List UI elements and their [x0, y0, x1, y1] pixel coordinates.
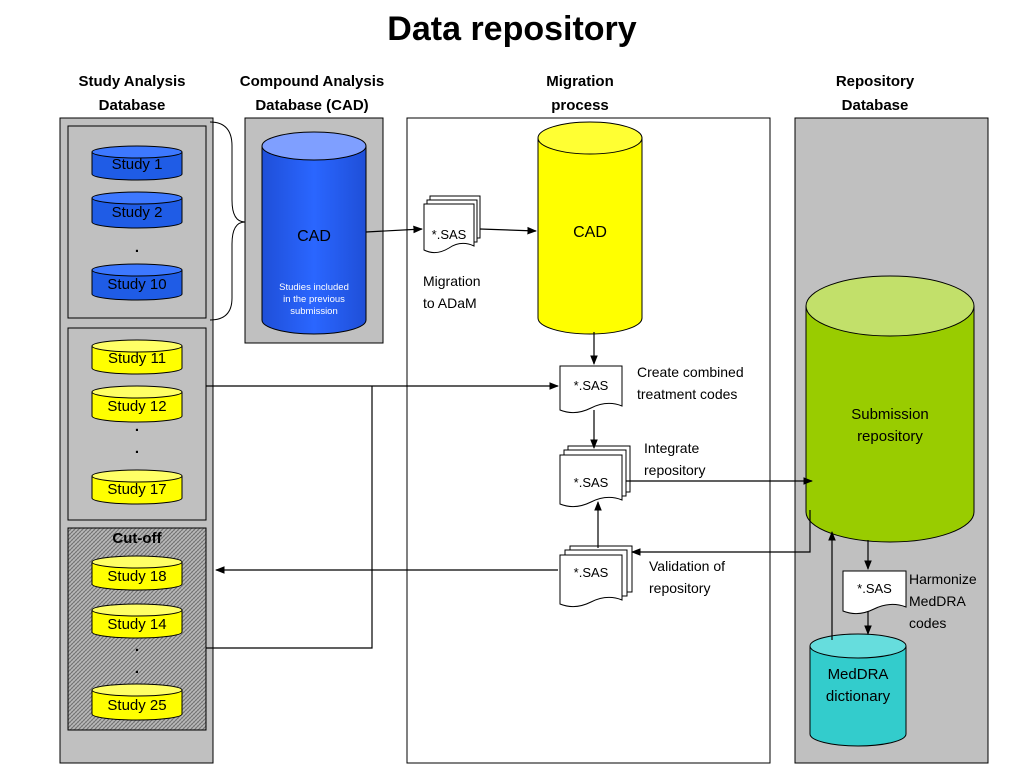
cad-header-line2: Database (CAD) [255, 97, 369, 114]
cad-migration-cylinder [537, 121, 643, 335]
sas-document-migration-icon [423, 195, 481, 254]
sas-document-harmonize-icon [842, 570, 907, 615]
cad-database-cylinder [261, 131, 367, 335]
combined-codes-line1: Create combined [637, 364, 744, 380]
study-12-cylinder [91, 385, 183, 423]
migration-adam-label: Migration to ADaM [423, 270, 481, 314]
validation-label: Validation of repository [649, 555, 725, 599]
meddra-dictionary-label: MedDRA dictionary [810, 664, 906, 708]
study-analysis-header-line2: Database [98, 97, 166, 114]
yellow-ellipsis-1: . [134, 418, 140, 435]
repository-header-line2: Database [841, 97, 909, 114]
migration-adam-line1: Migration [423, 273, 481, 289]
study-18-cylinder [91, 555, 183, 591]
cad-note-line1: Studies included [279, 282, 349, 293]
sas-document-integrate-icon [559, 445, 631, 508]
blue-ellipsis: . [134, 239, 140, 256]
line-cutoff-to-combined [206, 386, 373, 649]
harmonize-line1: Harmonize [909, 571, 977, 587]
cad-header-line1: Compound Analysis [239, 73, 385, 90]
study-25-cylinder [91, 683, 183, 721]
study-14-label: Study 14 [107, 616, 167, 633]
study-17-cylinder [91, 469, 183, 505]
submission-repository-cylinder [805, 275, 975, 543]
cad-header: Compound Analysis Database (CAD) [222, 70, 402, 118]
study-14-cylinder [91, 603, 183, 639]
meddra-dictionary-line1: MedDRA [827, 666, 889, 683]
yellow-ellipsis-2: . [134, 440, 140, 457]
study-11-cylinder [91, 339, 183, 375]
study-1-label: Study 1 [111, 156, 163, 173]
repository-header-line1: Repository [835, 73, 915, 90]
study-analysis-header-line1: Study Analysis [78, 73, 186, 90]
study-25-label: Study 25 [107, 697, 167, 714]
migration-header: Migration process [520, 70, 640, 118]
study-2-cylinder [91, 191, 183, 229]
combined-codes-label: Create combined treatment codes [637, 361, 744, 405]
cutoff-ellipsis-2: . [134, 660, 140, 677]
integrate-label: Integrate repository [644, 437, 705, 481]
validation-line2: repository [649, 580, 711, 596]
arrow-repository-to-validation [631, 510, 811, 556]
arrow-sas-to-cad [479, 226, 537, 235]
sas-document-combined-icon [559, 365, 623, 414]
submission-repository-line2: repository [857, 428, 923, 445]
cad-database-note: Studies included in the previous submiss… [262, 282, 366, 318]
cad-note-line2: in the previous [283, 294, 345, 305]
submission-repository-label: Submission repository [806, 404, 974, 448]
study-18-label: Study 18 [107, 568, 167, 585]
combined-codes-line2: treatment codes [637, 386, 738, 402]
sas-document-validation-icon [559, 545, 633, 608]
sas-integrate-label: *.SAS [573, 475, 609, 490]
migration-adam-line2: to ADaM [423, 295, 477, 311]
study-10-label: Study 10 [107, 276, 167, 293]
study-12-label: Study 12 [107, 398, 167, 415]
submission-repository-line1: Submission [851, 406, 929, 423]
cad-database-label: CAD [297, 228, 331, 245]
study-17-label: Study 17 [107, 481, 167, 498]
harmonize-line3: codes [909, 615, 947, 631]
sas-migration-label: *.SAS [431, 227, 467, 242]
study-analysis-header: Study Analysis Database [52, 70, 212, 118]
cutoff-ellipsis-1: . [134, 638, 140, 655]
cad-migration-label: CAD [573, 224, 607, 241]
integrate-line2: repository [644, 462, 706, 478]
group-brace [209, 121, 246, 321]
study-10-cylinder [91, 263, 183, 301]
validation-line1: Validation of [649, 558, 726, 574]
meddra-dictionary-cylinder [809, 633, 907, 747]
meddra-dictionary-line2: dictionary [825, 688, 891, 705]
migration-header-line1: Migration [546, 73, 614, 90]
harmonize-label: Harmonize MedDRA codes [909, 568, 977, 634]
arrow-cad-to-sas [365, 225, 423, 234]
sas-harmonize-label: *.SAS [857, 581, 892, 596]
sas-validation-label: *.SAS [573, 565, 609, 580]
repository-header: Repository Database [805, 70, 945, 118]
sas-combined-label: *.SAS [573, 378, 609, 393]
migration-header-line2: process [551, 97, 609, 114]
cutoff-label: Cut-off [112, 530, 162, 547]
study-11-label: Study 11 [107, 350, 167, 367]
harmonize-line2: MedDRA [909, 593, 966, 609]
cad-note-line3: submission [290, 306, 338, 317]
study-1-cylinder [91, 145, 183, 181]
integrate-line1: Integrate [644, 440, 700, 456]
study-2-label: Study 2 [111, 204, 163, 221]
page-title: Data repository [387, 10, 637, 48]
